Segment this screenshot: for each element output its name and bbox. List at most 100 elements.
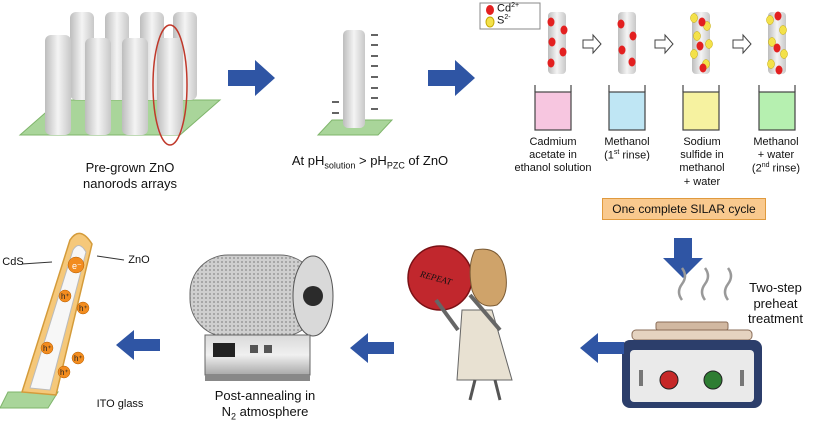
anneal-line2: N2 atmosphere — [195, 404, 335, 422]
beaker3-line2: sulfide in — [680, 149, 724, 162]
s-ion-icon — [485, 16, 495, 28]
anneal-atm: atmosphere — [236, 403, 309, 419]
beakers — [534, 85, 796, 131]
zno-pointer — [96, 255, 125, 261]
beaker4-line2: + water — [757, 149, 795, 162]
beaker-methanol-water — [758, 91, 796, 131]
anneal-sub: 2 — [231, 411, 237, 422]
flow-arrow — [350, 333, 394, 363]
beaker1-label: Cadmium acetate in ethanol solution — [510, 136, 596, 176]
hair — [469, 248, 507, 307]
hole-label: h⁺ — [60, 368, 69, 377]
silar-rods — [547, 11, 788, 75]
legend-s-sup: 2- — [504, 14, 511, 21]
ion-legend — [479, 2, 541, 30]
ph-mid: > pH — [355, 153, 387, 168]
beaker4-line1: Methanol — [753, 136, 799, 148]
hotplate — [622, 267, 762, 408]
single-rod-charged — [316, 30, 394, 136]
beaker2-l2sup: st — [613, 149, 620, 157]
nanorod — [157, 38, 183, 135]
legend-s-label: S2- — [497, 14, 511, 28]
cds-zno-rod — [0, 232, 125, 409]
ph-suffix: of ZnO — [404, 153, 449, 168]
beaker4-l3b: rinse) — [769, 163, 801, 176]
ph-sub-solution: solution — [324, 160, 356, 171]
electron-icon — [67, 256, 85, 274]
cds-label: CdS — [2, 256, 24, 268]
beaker4-l3sup: nd — [761, 162, 770, 170]
beaker2-label: Methanol (1st rinse) — [595, 136, 659, 163]
legend-s-text: S — [497, 14, 505, 27]
beaker3-line1: Sodium — [683, 136, 721, 148]
hotplate-top — [631, 329, 753, 341]
hole-label: h⁺ — [74, 354, 83, 363]
nanorod — [85, 38, 111, 135]
hole-label: h⁺ — [79, 304, 88, 313]
legend-cd-text: Cd — [497, 2, 512, 15]
repeat-character — [407, 245, 513, 401]
zno-label: ZnO — [128, 254, 150, 266]
beaker2-l2b: rinse) — [619, 149, 650, 162]
hole-label: h⁺ — [61, 292, 70, 301]
flow-arrow — [116, 330, 160, 360]
beaker1-line2: acetate in — [529, 149, 577, 162]
nanorods-label-line2: nanorods arrays — [83, 175, 177, 191]
flow-arrow — [428, 60, 475, 96]
annealing-label: Post-annealing in N2 atmosphere — [195, 388, 335, 422]
indicator — [740, 370, 744, 386]
preheat-label: Two-step preheat treatment — [738, 280, 813, 327]
ito-glass-label: ITO glass — [96, 398, 144, 410]
beaker4-l3a: (2 — [751, 163, 762, 176]
furnace-opening — [303, 286, 323, 306]
dress — [456, 309, 513, 381]
cds-pointer — [21, 261, 53, 265]
beaker3-line4: + water — [683, 175, 721, 188]
preheat-line2: preheat — [753, 295, 798, 311]
ph-prefix: At pH — [291, 153, 325, 168]
beaker1-line1: Cadmium — [529, 136, 577, 148]
zno-core — [29, 245, 87, 391]
nanorod — [45, 35, 71, 135]
beaker3-line3: methanol — [679, 162, 725, 175]
ph-sub-pzc: PZC — [386, 160, 405, 171]
zno-rod — [343, 30, 365, 128]
beaker2-line2: (1st rinse) — [595, 149, 659, 163]
beaker4-line3: (2nd rinse) — [742, 162, 810, 176]
step-arrow — [732, 33, 752, 55]
beaker4-label: Methanol + water (2nd rinse) — [742, 136, 810, 176]
stir-knob — [703, 370, 723, 390]
beaker2-l2a: (1 — [604, 149, 614, 162]
ph-condition-label: At pHsolution > pHPZC of ZnO — [270, 153, 470, 171]
nanorods-label-line1: Pre-grown ZnO — [85, 160, 175, 175]
indicator — [639, 370, 643, 386]
hole-label: h⁺ — [43, 344, 52, 353]
arm — [434, 298, 460, 332]
legend-cd-label: Cd2+ — [497, 2, 519, 16]
sample-plate — [655, 321, 729, 331]
flow-arrow — [580, 333, 624, 363]
nanorods-label: Pre-grown ZnO nanorods arrays — [40, 160, 220, 191]
beaker-methanol-1 — [608, 91, 646, 131]
anneal-line1: Post-annealing in — [214, 388, 316, 403]
control-panel — [630, 350, 754, 402]
silar-cycle-label: One complete SILAR cycle — [602, 198, 766, 220]
tube-furnace — [189, 254, 334, 381]
beaker-cadmium — [534, 91, 572, 131]
flow-arrow — [228, 60, 275, 96]
beaker1-line3: ethanol solution — [514, 162, 592, 175]
highlight-ellipse — [152, 24, 188, 146]
beaker3-label: Sodium sulfide in methanol + water — [670, 136, 734, 189]
negative-charges — [332, 34, 378, 114]
electron-label: e⁻ — [72, 261, 82, 271]
step-arrow — [654, 33, 674, 55]
beaker2-line1: Methanol — [604, 136, 650, 148]
nanorod — [122, 38, 148, 135]
arm — [468, 293, 502, 332]
down-arrow — [663, 238, 703, 278]
anneal-n: N — [221, 403, 232, 419]
heat-knob — [659, 370, 679, 390]
preheat-line3: treatment — [748, 311, 803, 327]
